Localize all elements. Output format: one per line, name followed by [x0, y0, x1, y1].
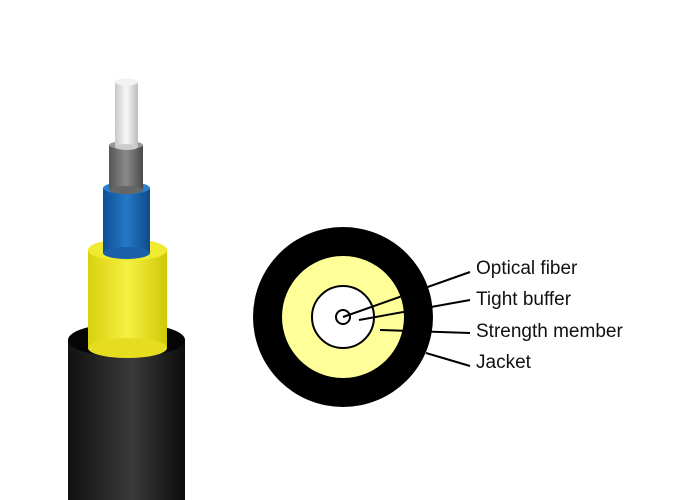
leader-line-tight-buffer [358, 299, 471, 321]
leader-line-strength-member [379, 329, 471, 334]
cable-optical-fiber [115, 78, 138, 150]
cable-cross-section [253, 227, 471, 407]
leader-line-jacket [425, 352, 471, 367]
cable-3d-view [68, 78, 185, 500]
leader-line-optical-fiber [342, 271, 471, 318]
label-jacket: Jacket [476, 352, 531, 373]
label-optical-fiber: Optical fiber [476, 258, 578, 279]
label-strength-member: Strength member [476, 321, 623, 342]
label-tight-buffer: Tight buffer [476, 289, 572, 310]
